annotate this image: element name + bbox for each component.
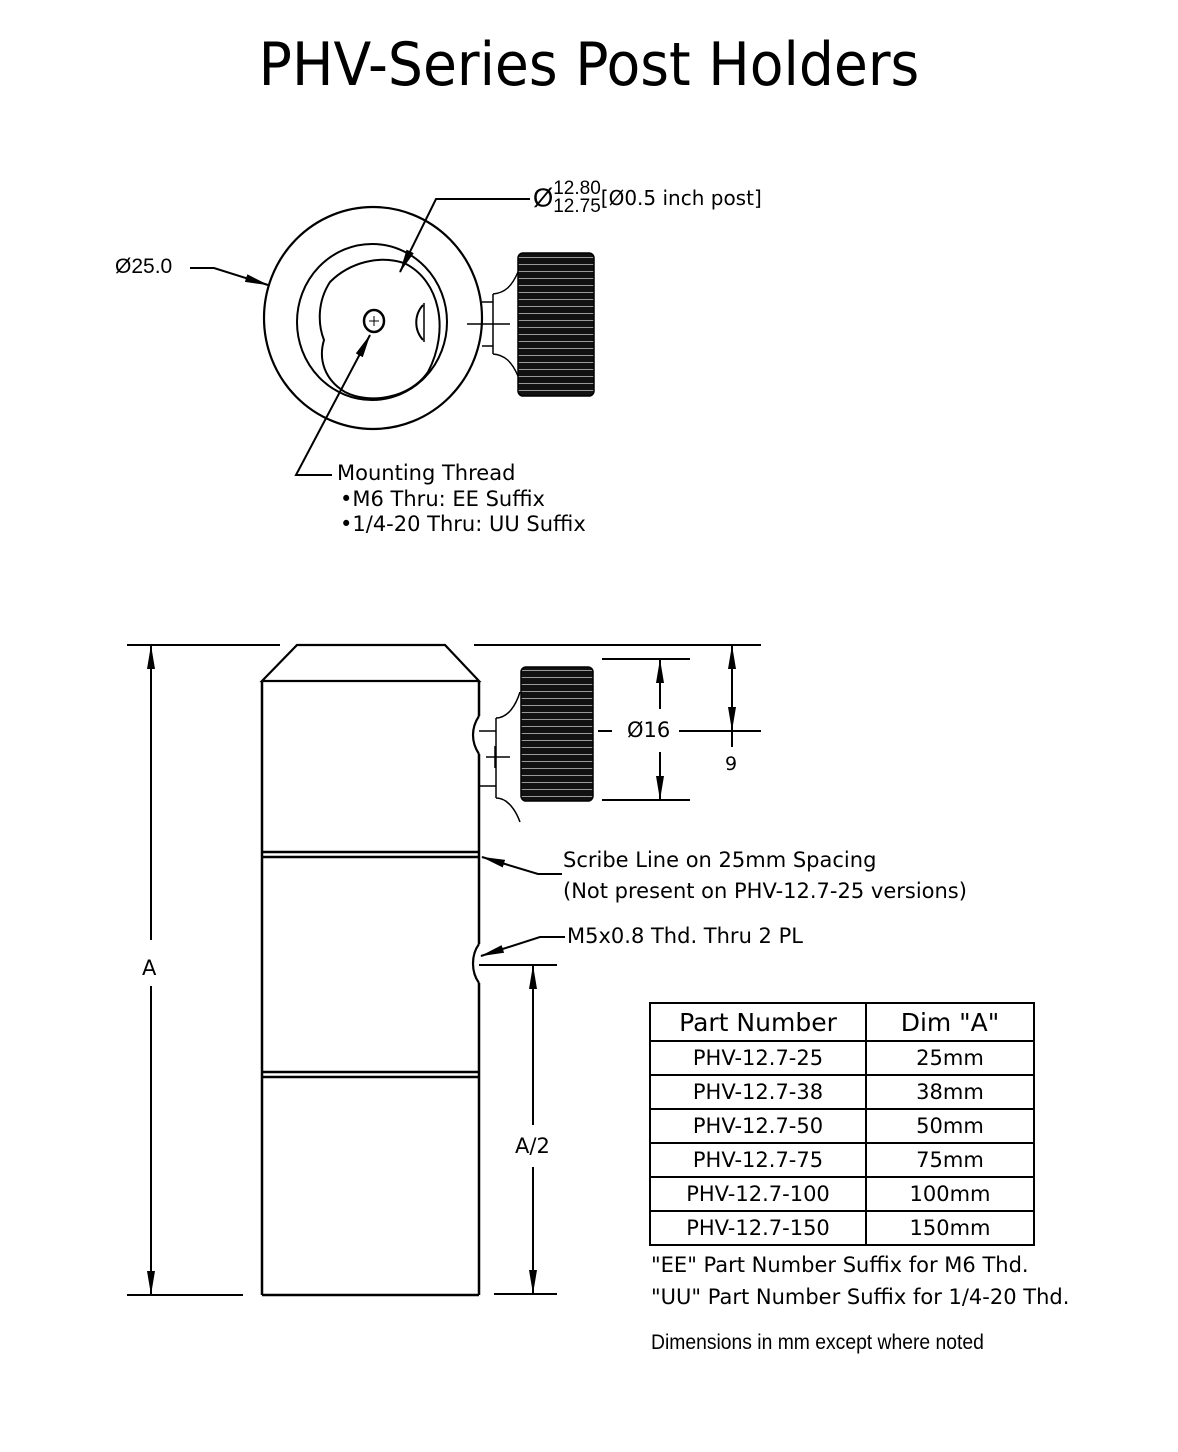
dim-a-cell: 100mm <box>865 1176 1035 1212</box>
tolerance-lower: 12.75 <box>553 196 601 218</box>
bore-circle <box>296 243 448 401</box>
part-number-cell: PHV-12.7-150 <box>649 1210 867 1246</box>
suffix-note: "UU" Part Number Suffix for 1/4-20 Thd. <box>651 1285 1070 1309</box>
table-row: PHV-12.7-75 75mm <box>649 1142 1035 1178</box>
outer-diameter-label: Ø25.0 <box>115 255 173 278</box>
mounting-thread-note: Mounting Thread •M6 Thru: EE Suffix •1/4… <box>337 461 586 538</box>
knurled-knob-side <box>520 666 594 802</box>
scribe-line-leader <box>481 856 562 875</box>
table-row: PHV-12.7-50 50mm <box>649 1108 1035 1144</box>
scribe-note-line: (Not present on PHV-12.7-25 versions) <box>563 879 967 903</box>
outer-body-circle <box>262 205 484 431</box>
mounting-thread-heading: Mounting Thread <box>337 461 516 485</box>
table-header-row: Part Number Dim "A" <box>649 1002 1035 1042</box>
part-number-cell: PHV-12.7-75 <box>649 1142 867 1178</box>
dim-a-cell: 75mm <box>865 1142 1035 1178</box>
dim-a-cell: 25mm <box>865 1040 1035 1076</box>
post-holder-chamfer <box>259 643 482 683</box>
table-row: PHV-12.7-38 38mm <box>649 1074 1035 1110</box>
mounting-thread-item: •M6 Thru: EE Suffix <box>340 486 545 511</box>
scribe-note-line: Scribe Line on 25mm Spacing <box>563 848 877 872</box>
suffix-note: "EE" Part Number Suffix for M6 Thd. <box>651 1253 1029 1277</box>
half-height-label: A/2 <box>515 1134 550 1158</box>
dim-a-cell: 38mm <box>865 1074 1035 1110</box>
part-number-cell: PHV-12.7-100 <box>649 1176 867 1212</box>
scribe-line-note: Scribe Line on 25mm Spacing (Not present… <box>563 845 967 907</box>
diameter-symbol: Ø <box>533 182 554 213</box>
table-row: PHV-12.7-25 25mm <box>649 1040 1035 1076</box>
bore-note: [Ø0.5 inch post] <box>600 186 762 211</box>
table-row: PHV-12.7-150 150mm <box>649 1210 1035 1246</box>
table-row: PHV-12.7-100 100mm <box>649 1176 1035 1212</box>
tolerance-upper: 12.80 <box>553 178 601 199</box>
knob-offset-label: 9 <box>725 753 738 775</box>
knurled-knob <box>517 252 595 397</box>
top-view <box>190 198 595 476</box>
mounting-thread-leader <box>294 334 371 476</box>
dimensions-note: Dimensions in mm except where noted <box>651 1331 984 1354</box>
side-view <box>127 643 761 1297</box>
parts-table: Part Number Dim "A" PHV-12.7-25 25mm PHV… <box>649 1002 1035 1246</box>
tapped-hole-leader <box>480 936 565 957</box>
knob-diameter-label: Ø16 <box>627 718 671 742</box>
bore-leader <box>399 198 530 273</box>
suffix-notes: "EE" Part Number Suffix for M6 Thd. "UU"… <box>651 1249 1069 1313</box>
dim-a-cell: 50mm <box>865 1108 1035 1144</box>
header-part-number: Part Number <box>649 1002 867 1042</box>
part-number-cell: PHV-12.7-25 <box>649 1040 867 1076</box>
header-dim-a: Dim "A" <box>865 1002 1035 1042</box>
tapped-hole-note: M5x0.8 Thd. Thru 2 PL <box>567 924 803 948</box>
part-number-cell: PHV-12.7-50 <box>649 1108 867 1144</box>
part-number-cell: PHV-12.7-38 <box>649 1074 867 1110</box>
dim-a-cell: 150mm <box>865 1210 1035 1246</box>
set-screw-tip <box>415 304 424 341</box>
m5-tapped-hole <box>471 943 480 984</box>
overall-height-label: A <box>142 956 157 980</box>
page-title: PHV-Series Post Holders <box>258 30 920 100</box>
mounting-thread-item: •1/4-20 Thru: UU Suffix <box>340 512 586 536</box>
inner-bore-profile <box>318 258 441 400</box>
outer-diameter-leader <box>190 267 269 286</box>
